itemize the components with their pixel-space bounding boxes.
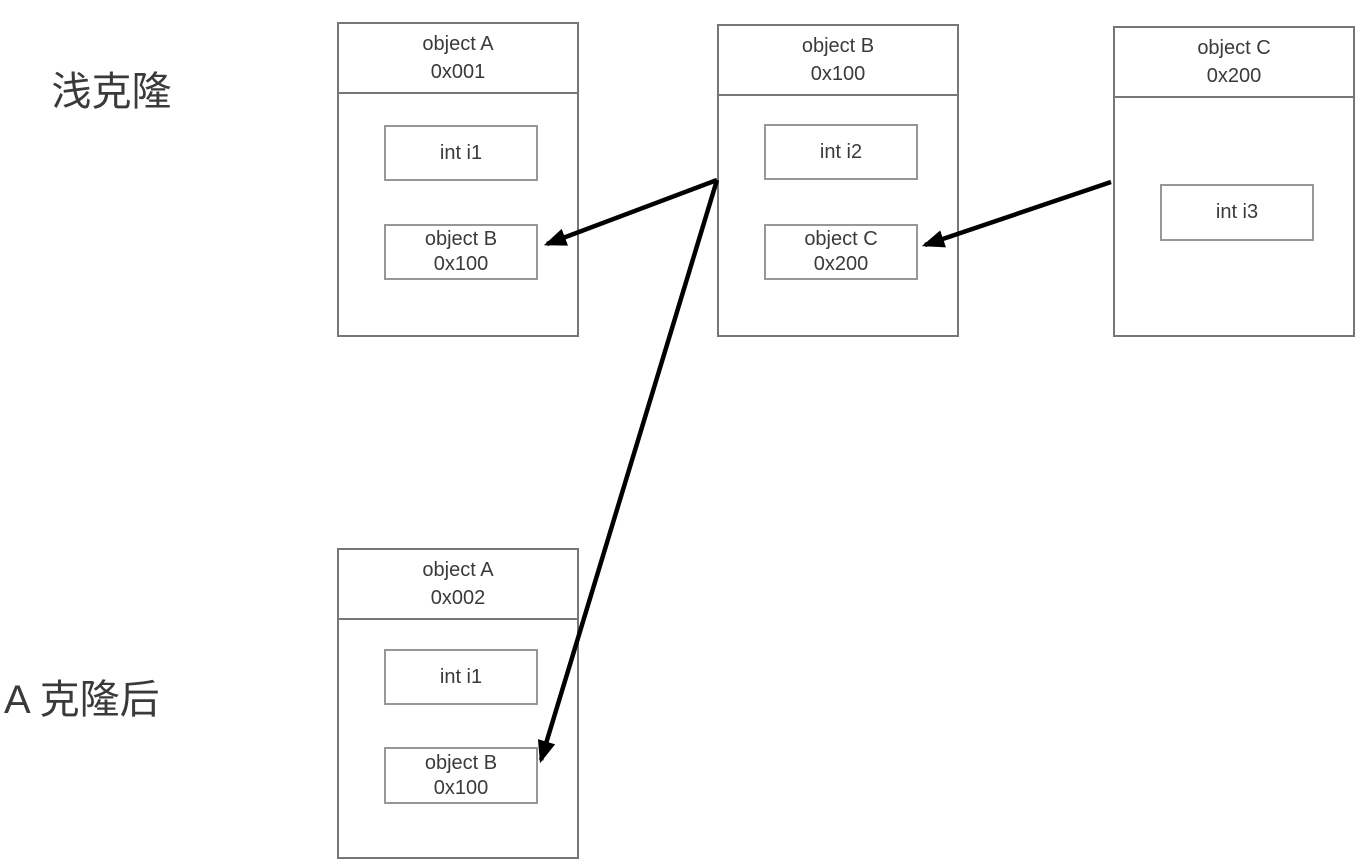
object-b-box: object B 0x100 int i2 object C 0x200 [717, 24, 959, 337]
object-b-field-int-i2: int i2 [764, 124, 918, 180]
field-label: object B [424, 751, 498, 774]
object-a-clone-header: object A 0x002 [339, 550, 577, 620]
field-address: 0x100 [433, 776, 489, 799]
field-label: int i1 [439, 665, 483, 688]
object-a-clone-box: object A 0x002 int i1 object B 0x100 [337, 548, 579, 859]
object-c-box: object C 0x200 int i3 [1113, 26, 1355, 337]
object-b-title: object B [801, 35, 875, 57]
object-a-clone-title: object A [422, 559, 494, 581]
object-b-header: object B 0x100 [719, 26, 957, 96]
field-label: int i1 [439, 141, 483, 164]
clone-caption: A 克隆后 ===> [4, 550, 160, 864]
clone-caption-line1: A 克隆后 [4, 678, 160, 722]
diagram-title: 浅克隆 [7, 2, 171, 182]
object-b-field-object-c-ref: object C 0x200 [764, 224, 918, 280]
field-label: int i3 [1215, 201, 1259, 223]
field-address: 0x200 [813, 253, 869, 275]
object-a-clone-field-int-i1: int i1 [384, 649, 538, 705]
object-a-box: object A 0x001 int i1 object B 0x100 [337, 22, 579, 337]
object-a-clone-field-object-b-ref: object B 0x100 [384, 747, 538, 804]
object-a-title: object A [422, 33, 494, 55]
object-a-clone-address: 0x002 [430, 587, 486, 609]
object-b-address: 0x100 [810, 63, 866, 85]
field-label: object B [424, 228, 498, 250]
object-a-address: 0x001 [430, 61, 486, 83]
object-c-title: object C [1197, 37, 1271, 59]
clone-caption-arrow-text: ===> [4, 850, 160, 864]
object-c-address: 0x200 [1206, 65, 1262, 87]
object-a-field-int-i1: int i1 [384, 125, 538, 181]
object-c-field-int-i3: int i3 [1160, 184, 1314, 241]
object-c-header: object C 0x200 [1115, 28, 1353, 98]
object-a-header: object A 0x001 [339, 24, 577, 94]
object-a-field-object-b-ref: object B 0x100 [384, 224, 538, 280]
field-label: int i2 [819, 140, 863, 163]
field-address: 0x100 [433, 253, 489, 275]
field-label: object C [804, 228, 878, 250]
diagram-title-text: 浅克隆 [51, 70, 172, 114]
